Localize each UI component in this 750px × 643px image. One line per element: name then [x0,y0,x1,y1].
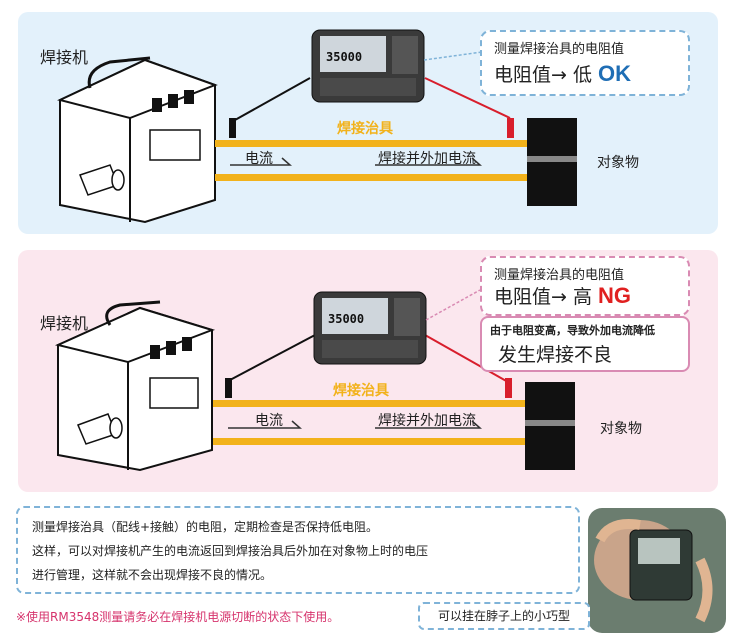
explanation-note-box: 测量焊接治具（配线+接触）的电阻，定期检查是否保持低电阻。 这样，可以对焊接机产… [16,506,580,594]
reason-result: 发生焊接不良 [498,340,612,367]
note-line-3: 进行管理，这样就不会出现焊接不良的情况。 [32,566,272,583]
ok-result-badge: OK [598,61,631,86]
reason-title: 由于电阻变高，导致外加电流降低 [490,322,655,338]
object-label: 对象物 [600,418,642,438]
safety-warning: ※使用RM3548测量请务必在焊接机电源切断的状态下使用。 [16,608,339,625]
ok-resistance-callout: 测量焊接治具的电阻值 电阻值→ 低 OK [480,30,690,96]
black-probe-icon [229,118,236,138]
resistance-meter-icon [312,30,424,102]
jig-bar-top [213,400,525,407]
failure-reason-box: 由于电阻变高，导致外加电流降低 发生焊接不良 [480,316,690,372]
jig-bar-top [215,140,527,147]
jig-label: 焊接治具 [333,380,389,400]
callout-value-line: 电阻值→ 高 NG [494,282,631,309]
resistance-value-text: 电阻值→ 高 [494,286,592,308]
jig-label: 焊接治具 [337,118,393,138]
jig-bar-bottom [215,174,527,181]
black-probe-wire [235,78,310,120]
black-probe-icon [225,378,232,398]
black-probe-wire [230,335,315,380]
meter-reading: 35000 [328,312,364,326]
jig-bar-bottom [213,438,525,445]
welder-label: 焊接机 [40,310,88,334]
welder-label: 焊接机 [40,44,88,68]
photo-caption: 可以挂在脖子上的小巧型 [418,602,590,630]
callout-title: 测量焊接治具的电阻值 [494,38,624,57]
callout-value-line: 电阻值→ 低 OK [494,60,631,87]
resistance-value-text: 电阻值→ 低 [494,64,592,86]
resistance-meter-icon [314,292,426,364]
callout-title: 测量焊接治具的电阻值 [494,264,624,283]
meter-reading: 35000 [326,50,362,64]
welder-machine-icon [60,58,215,222]
object-label: 对象物 [597,152,639,172]
current-label: 电流 [255,410,283,430]
note-line-1: 测量焊接治具（配线+接触）的电阻，定期检查是否保持低电阻。 [32,518,378,535]
ng-resistance-callout: 测量焊接治具的电阻值 电阻值→ 高 NG [480,256,690,316]
external-current-label: 焊接并外加电流 [378,410,476,430]
red-probe-icon [507,118,514,138]
red-probe-icon [505,378,512,398]
handheld-meter-photo [588,508,726,633]
note-line-2: 这样，可以对焊接机产生的电流返回到焊接治具后外加在对象物上时的电压 [32,542,428,559]
current-label: 电流 [245,148,273,168]
ng-result-badge: NG [598,283,631,308]
external-current-label: 焊接并外加电流 [378,148,476,168]
